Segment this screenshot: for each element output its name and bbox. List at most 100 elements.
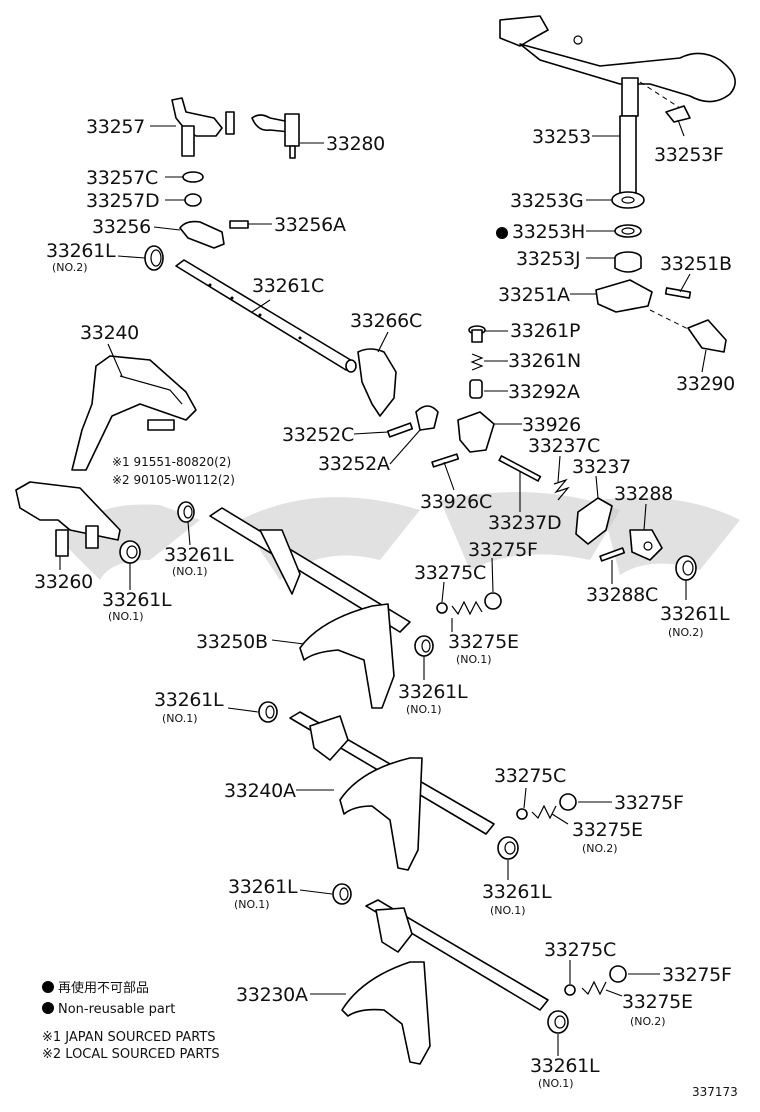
part-33253F	[665, 105, 691, 123]
label-33266C[interactable]: 33266C	[350, 310, 422, 332]
label-33253H[interactable]: 33253H	[496, 222, 585, 242]
legend-dot-jp	[42, 981, 54, 993]
sub-no2-a: (NO.2)	[52, 261, 88, 274]
label-33288C[interactable]: 33288C	[586, 584, 658, 606]
part-33926C	[431, 453, 460, 468]
label-33252A[interactable]: 33252A	[318, 453, 390, 475]
label-33251A[interactable]: 33251A	[498, 284, 570, 306]
leader-lines	[59, 119, 707, 1056]
label-33261N[interactable]: 33261N	[508, 350, 581, 372]
legend-note2: ※2 LOCAL SOURCED PARTS	[42, 1047, 220, 1062]
label-33256A[interactable]: 33256A	[274, 214, 346, 236]
label-33275C-b[interactable]: 33275C	[494, 765, 566, 787]
part-33252C	[386, 422, 414, 438]
sub-no2-b: (NO.2)	[582, 842, 618, 855]
ring-33261L-a	[144, 245, 164, 271]
label-33275E-b[interactable]: 33275E	[572, 819, 643, 841]
label-33252C[interactable]: 33252C	[282, 424, 354, 446]
label-33280[interactable]: 33280	[326, 133, 385, 155]
legend-dot-en	[42, 1002, 54, 1014]
label-33253F[interactable]: 33253F	[654, 144, 724, 166]
label-33257C[interactable]: 33257C	[86, 167, 158, 189]
bolt-code-1: ※1 91551-80820(2)	[112, 455, 232, 469]
ring-33261L-g	[497, 836, 519, 860]
ring-33261L-c	[119, 540, 141, 564]
label-33275C-a[interactable]: 33275C	[414, 562, 486, 584]
bolt-code-2: ※2 90105-W0112(2)	[112, 473, 235, 487]
dash-33253F	[639, 81, 681, 109]
sub-no1-ea: (NO.1)	[456, 653, 492, 666]
label-33275F-b[interactable]: 33275F	[614, 792, 684, 814]
label-33261L-g[interactable]: 33261L	[482, 881, 552, 903]
label-33240[interactable]: 33240	[80, 322, 139, 344]
sub-no1-e: (NO.1)	[406, 703, 442, 716]
part-33260	[15, 481, 121, 557]
sub-no1-b: (NO.1)	[172, 565, 208, 578]
part-33926	[457, 411, 495, 453]
label-33290[interactable]: 33290	[676, 373, 735, 395]
legend-note1: ※1 JAPAN SOURCED PARTS	[42, 1030, 216, 1045]
label-33251B[interactable]: 33251B	[660, 253, 732, 275]
part-33261N	[470, 353, 484, 371]
part-33240A	[289, 711, 495, 871]
part-33280	[251, 113, 300, 159]
diagram-code: 337173	[692, 1085, 738, 1099]
sub-no1-c: (NO.1)	[108, 610, 144, 623]
label-33261L-e[interactable]: 33261L	[398, 681, 468, 703]
dash-33290	[649, 309, 691, 331]
label-33261L-h[interactable]: 33261L	[228, 876, 298, 898]
label-33253H-text: 33253H	[512, 221, 585, 243]
part-33288C	[599, 547, 626, 562]
part-33240	[71, 355, 197, 471]
part-33257	[171, 97, 235, 157]
label-33926C[interactable]: 33926C	[420, 491, 492, 513]
label-33261P[interactable]: 33261P	[510, 320, 581, 342]
spring-33275-b	[516, 793, 577, 820]
part-33253H	[614, 224, 642, 238]
label-33292A[interactable]: 33292A	[508, 381, 580, 403]
sub-no2-d: (NO.2)	[668, 626, 704, 639]
label-33260[interactable]: 33260	[34, 571, 93, 593]
label-33253[interactable]: 33253	[532, 126, 591, 148]
sub-no1-i: (NO.1)	[538, 1077, 574, 1090]
part-33257D	[184, 193, 202, 207]
label-33256[interactable]: 33256	[92, 216, 151, 238]
label-33257D[interactable]: 33257D	[86, 190, 160, 212]
label-33275C-c[interactable]: 33275C	[544, 939, 616, 961]
label-33261L-a[interactable]: 33261L	[46, 240, 116, 262]
part-33252A	[415, 405, 439, 431]
label-33253J[interactable]: 33253J	[516, 248, 581, 270]
label-33253G[interactable]: 33253G	[510, 190, 584, 212]
label-33275F-a[interactable]: 33275F	[468, 539, 538, 561]
label-33230A[interactable]: 33230A	[236, 984, 308, 1006]
label-33261L-i[interactable]: 33261L	[530, 1055, 600, 1077]
label-33261L-c[interactable]: 33261L	[102, 589, 172, 611]
part-33253J	[614, 251, 642, 273]
label-33237C[interactable]: 33237C	[528, 435, 600, 457]
label-33275E-a[interactable]: 33275E	[448, 631, 519, 653]
label-33250B[interactable]: 33250B	[196, 631, 268, 653]
label-33240A[interactable]: 33240A	[224, 780, 296, 802]
ring-33261L-e	[414, 635, 434, 657]
label-33261C[interactable]: 33261C	[252, 275, 324, 297]
label-33926[interactable]: 33926	[522, 414, 581, 436]
label-33261L-d[interactable]: 33261L	[660, 603, 730, 625]
part-33253	[499, 15, 736, 199]
sub-no1-h: (NO.1)	[234, 898, 270, 911]
part-33257C	[182, 171, 204, 183]
ring-33261L-b	[177, 501, 195, 523]
label-33237D[interactable]: 33237D	[488, 512, 562, 534]
part-33261C	[175, 259, 357, 373]
label-33275E-c[interactable]: 33275E	[622, 991, 693, 1013]
sub-no1-g: (NO.1)	[490, 904, 526, 917]
label-33261L-f[interactable]: 33261L	[154, 689, 224, 711]
ring-33261L-d	[675, 555, 697, 581]
label-33275F-c[interactable]: 33275F	[662, 964, 732, 986]
spring-33275	[436, 592, 502, 616]
label-33237[interactable]: 33237	[572, 456, 631, 478]
label-33261L-b[interactable]: 33261L	[164, 544, 234, 566]
label-33257[interactable]: 33257	[86, 116, 145, 138]
label-33288[interactable]: 33288	[614, 483, 673, 505]
